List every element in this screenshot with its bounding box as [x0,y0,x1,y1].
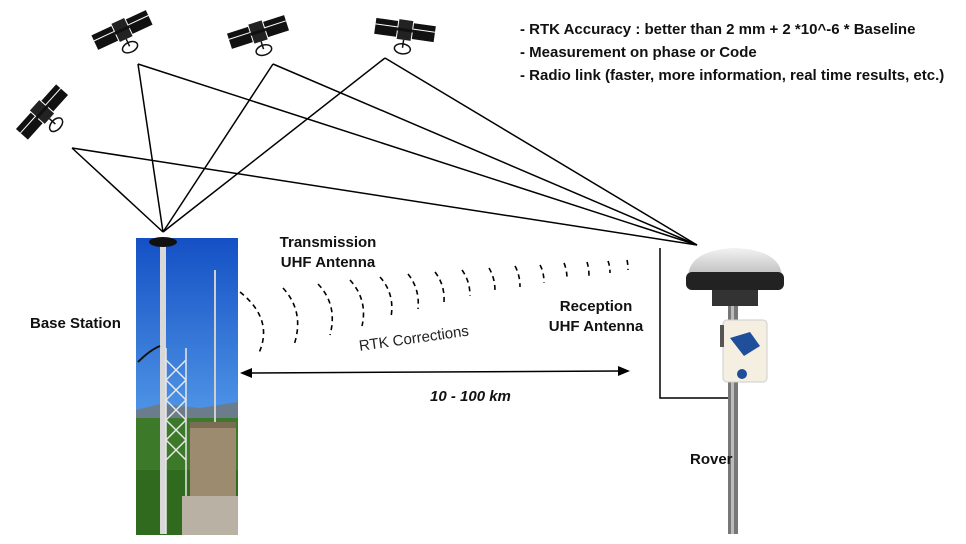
transmission-antenna-label: Transmission UHF Antenna [268,233,388,273]
base-station-label: Base Station [30,315,121,332]
note-item: - Measurement on phase or Code [520,44,757,61]
reception-antenna-label: Reception UHF Antenna [540,297,652,337]
satellite-icon [224,11,296,66]
transmission-label-line1: Transmission [279,234,377,251]
base-station-photo [136,237,238,535]
note-item: - RTK Accuracy : better than 2 mm + 2 *1… [520,21,916,38]
satellite-icon [370,14,438,60]
reception-label-line1: Reception [559,298,633,315]
rover-photo [686,248,784,534]
rover-label: Rover [690,451,733,468]
radio-waves [239,259,629,356]
note-item: - Radio link (faster, more information, … [520,67,945,84]
rover-cable-line [659,248,728,399]
reception-label-line2: UHF Antenna [548,318,644,335]
distance-arrow [240,366,630,378]
notes-list: - RTK Accuracy : better than 2 mm + 2 *1… [520,18,960,87]
satellite-icon [12,81,82,152]
signal-lines [71,57,698,246]
transmission-label-line2: UHF Antenna [280,254,376,271]
satellite-icon [89,6,161,66]
distance-label: 10 - 100 km [430,388,511,405]
